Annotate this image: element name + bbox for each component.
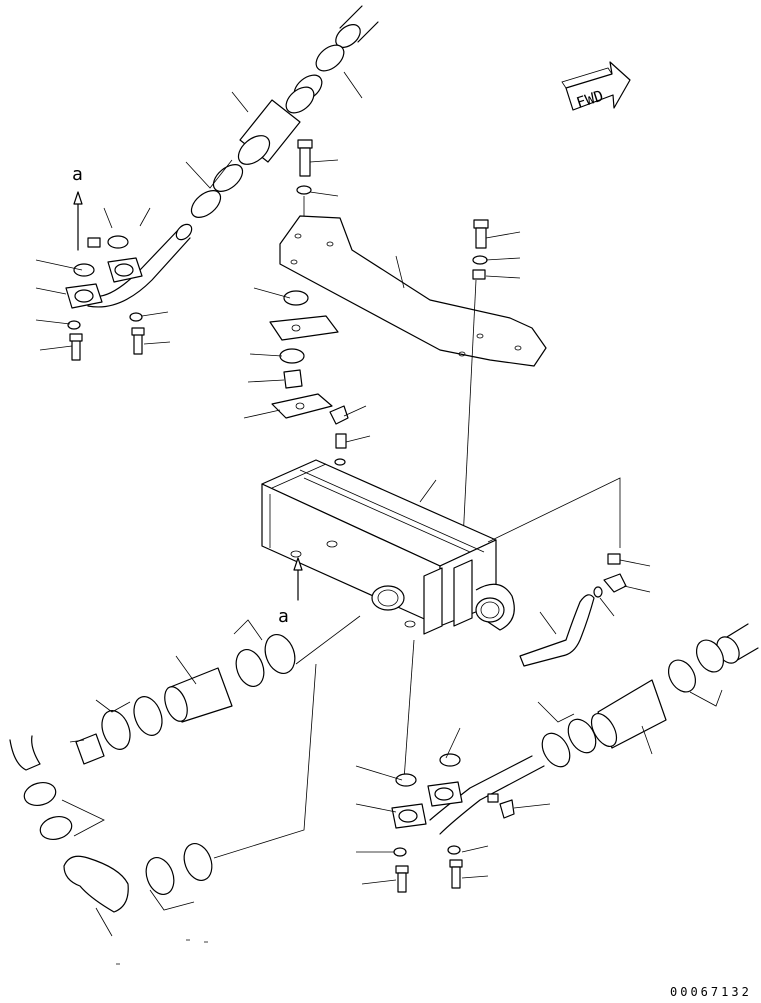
right-tube-fittings xyxy=(519,553,651,667)
lower-right-hose-assembly xyxy=(355,623,759,893)
part-code: 00067132 xyxy=(670,985,752,999)
ref-a-mid: a xyxy=(278,606,289,627)
upper-left-hose-assembly: a xyxy=(35,5,379,361)
bracket-assembly xyxy=(243,139,547,561)
intercooler-core: a xyxy=(261,405,621,781)
fwd-arrow: FWD xyxy=(561,61,631,112)
lower-left-hose-assembly xyxy=(9,619,317,937)
ref-a-top: a xyxy=(72,164,83,185)
